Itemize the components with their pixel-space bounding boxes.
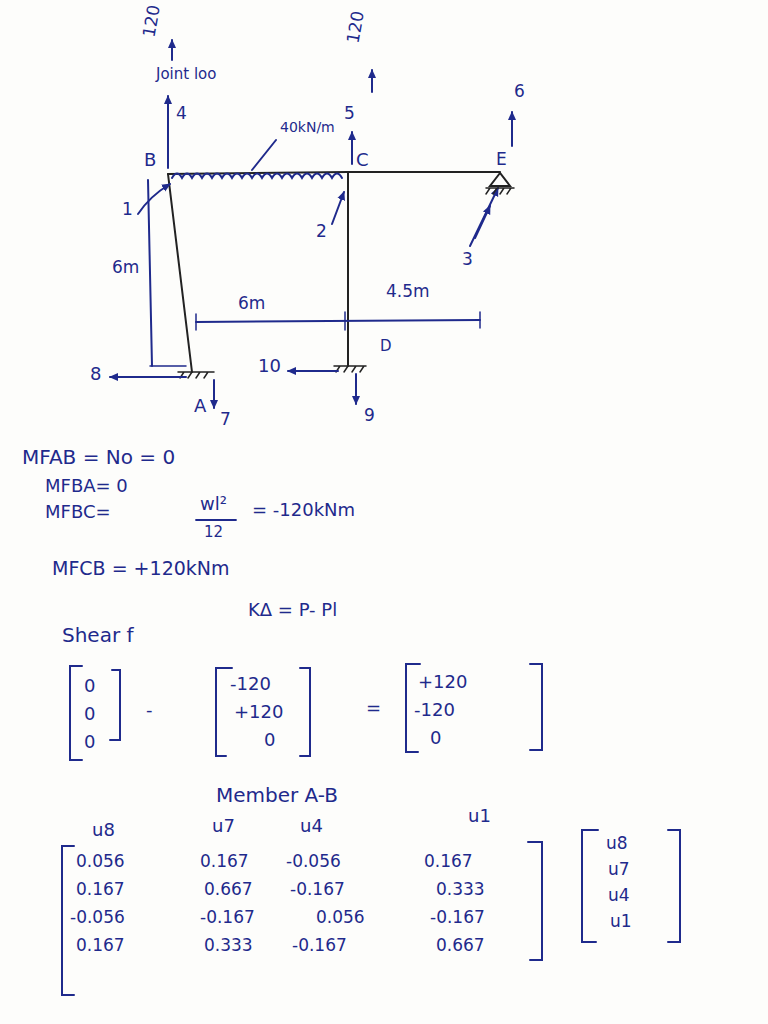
handwritten-label: u4 [608,886,630,905]
handwritten-label: -0.167 [290,880,345,899]
handwritten-label: 0.167 [424,852,473,871]
handwritten-label: 120 [140,3,164,38]
handwritten-label: 120 [344,9,368,44]
handwritten-label: 0 [84,704,95,724]
handwritten-label: 9 [364,406,375,425]
handwritten-label: -0.056 [70,908,125,927]
handwritten-label: 0.167 [76,880,125,899]
handwritten-label: 0.167 [200,852,249,871]
handwritten-label: +120 [234,702,283,722]
handwritten-label: B [144,150,156,170]
handwritten-label: u8 [606,834,628,853]
handwritten-label: 0.056 [76,852,125,871]
handwritten-label: 4.5m [386,282,430,301]
handwritten-label: 1 [122,200,133,219]
handwritten-label: -0.167 [430,908,485,927]
handwritten-label: 0 [84,732,95,752]
handwritten-label: - [146,700,153,720]
handwritten-label: 4 [176,104,187,123]
handwritten-label: = -120kNm [252,500,355,520]
handwritten-label: 0.667 [436,936,485,955]
handwritten-label: u1 [468,806,491,826]
handwritten-label: u7 [212,816,235,836]
handwritten-label: u8 [92,820,115,840]
handwritten-label: MFBA= 0 [45,476,128,496]
handwritten-label: u7 [608,860,630,879]
handwritten-label: -0.167 [200,908,255,927]
handwritten-label: 5 [344,104,355,123]
handwritten-label: KΔ = P- Pl [248,600,337,620]
handwritten-label: 0 [264,730,275,750]
handwritten-label: 0 [84,676,95,696]
handwritten-label: 40kN/m [280,120,335,135]
handwritten-label: 0.667 [204,880,253,899]
handwritten-label: MFBC= [45,502,111,522]
handwritten-label: u4 [300,816,323,836]
handwritten-label: MFAB = No = 0 [22,446,175,468]
handwritten-label: wl² [200,494,227,514]
handwritten-label: 0 [430,728,441,748]
handwritten-label: 3 [462,250,473,269]
handwritten-label: = [366,698,381,718]
handwritten-label: D [380,338,392,355]
handwritten-label: -120 [414,700,455,720]
handwritten-label: 0.167 [76,936,125,955]
handwritten-label: C [356,150,369,170]
handwritten-label: 7 [220,410,231,429]
handwritten-label: 6m [112,258,139,277]
handwritten-label: MFCB = +120kNm [52,558,230,579]
handwritten-label: Shear f [62,624,134,646]
handwritten-label: A [194,396,206,416]
handwritten-label: +120 [418,672,467,692]
handwritten-label: -120 [230,674,271,694]
handwritten-label: 10 [258,356,281,376]
handwritten-label: 8 [90,364,101,384]
handwritten-label: 6m [238,294,265,313]
handwritten-label: Joint loo [156,66,216,83]
handwritten-label: 0.333 [204,936,253,955]
handwritten-label: -0.167 [292,936,347,955]
handwritten-label: u1 [610,912,632,931]
handwritten-label: 0.333 [436,880,485,899]
handwritten-label: -0.056 [286,852,341,871]
handwritten-label: 0.056 [316,908,365,927]
handwritten-label: 12 [204,524,223,541]
handwritten-label: 2 [316,222,327,241]
handwritten-label: Member A-B [216,784,338,806]
handwritten-label: 6 [514,82,525,101]
handwritten-label: E [496,150,507,169]
